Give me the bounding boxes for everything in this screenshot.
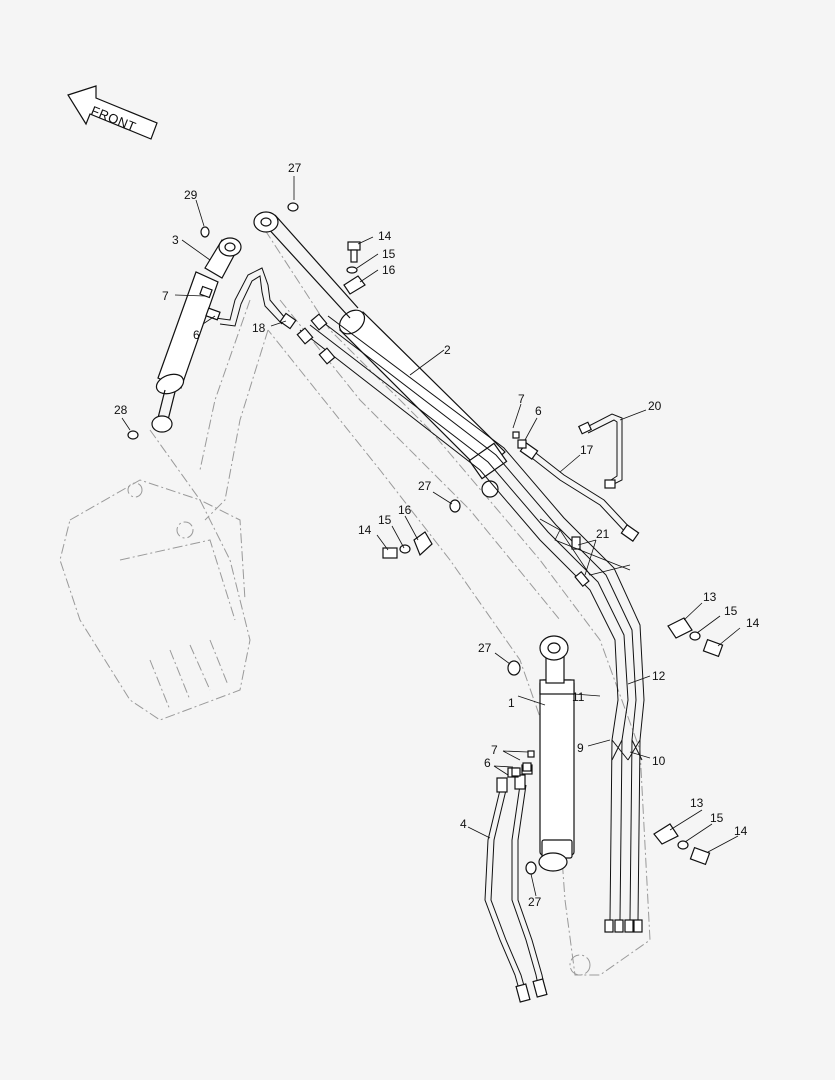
bucket-cylinder <box>151 237 242 433</box>
small-parts <box>127 202 724 875</box>
callout-label: 7 <box>518 392 525 406</box>
o-ring-27-bottom <box>525 861 537 875</box>
callout-label: 9 <box>577 741 584 755</box>
callout-label: 1 <box>508 696 515 710</box>
o-ring-27-top <box>287 202 299 212</box>
o-ring-27-mid <box>449 499 461 513</box>
callout-label: 16 <box>382 263 396 277</box>
callout-label: 15 <box>724 604 738 618</box>
bucket-cylinder-hoses <box>199 267 297 330</box>
callout-labels: 27 29 3 14 15 16 7 6 18 2 28 7 6 20 17 2… <box>114 161 760 909</box>
arm-pipes <box>296 313 645 933</box>
callout-label: 7 <box>162 289 169 303</box>
callout-label: 15 <box>710 811 724 825</box>
callout-label: 14 <box>734 824 748 838</box>
callout-label: 20 <box>648 399 662 413</box>
callout-label: 21 <box>596 527 610 541</box>
o-ring-27-boom <box>507 660 521 676</box>
callout-label: 13 <box>703 590 717 604</box>
callout-label: 2 <box>444 343 451 357</box>
callout-label: 28 <box>114 403 128 417</box>
callout-label: 10 <box>652 754 666 768</box>
callout-label: 13 <box>690 796 704 810</box>
callout-label: 14 <box>358 523 372 537</box>
callout-label: 15 <box>382 247 396 261</box>
arm-cylinder <box>253 211 508 498</box>
callout-label: 27 <box>418 479 432 493</box>
callout-label: 3 <box>172 233 179 247</box>
callout-label: 4 <box>460 817 467 831</box>
front-direction-arrow: FRONT <box>67 85 158 140</box>
callout-label: 6 <box>484 756 491 770</box>
callout-label: 18 <box>252 321 266 335</box>
callout-label: 14 <box>378 229 392 243</box>
hose-17-and-pipe-20 <box>519 413 640 542</box>
callout-label: 12 <box>652 669 666 683</box>
o-ring-29 <box>200 226 210 238</box>
callout-label: 17 <box>580 443 594 457</box>
callout-label: 15 <box>378 513 392 527</box>
leader-lines <box>121 176 741 897</box>
callout-label: 6 <box>193 328 200 342</box>
callout-label: 14 <box>746 616 760 630</box>
boom-cylinder-hoses <box>484 764 548 1003</box>
callout-label: 27 <box>478 641 492 655</box>
callout-label: 27 <box>528 895 542 909</box>
callout-label: 6 <box>535 404 542 418</box>
callout-label: 7 <box>491 743 498 757</box>
o-ring-28 <box>127 430 139 440</box>
callout-label: 27 <box>288 161 302 175</box>
callout-label: 16 <box>398 503 412 517</box>
callout-label: 11 <box>572 690 585 704</box>
callout-label: 29 <box>184 188 198 202</box>
boom-cylinder <box>538 635 575 872</box>
